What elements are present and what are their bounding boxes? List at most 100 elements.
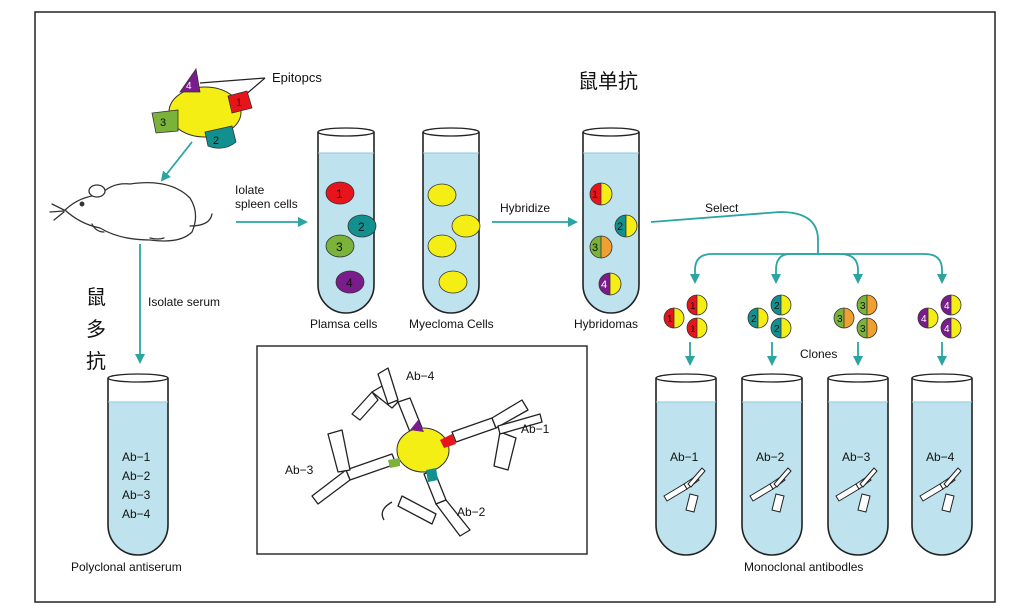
myeloma-cell — [427, 183, 457, 207]
figure-frame — [34, 11, 996, 603]
clone-cell: 2 — [747, 307, 769, 329]
clone-groups: 1 1 1 2 2 2 3 3 3 4 4 4 — [663, 294, 962, 339]
hybridomas-tube: 1 2 3 4 — [582, 127, 640, 314]
isolate-serum-label: Isolate serum — [148, 295, 220, 309]
hybridize-label: Hybridize — [500, 201, 550, 215]
svg-text:2: 2 — [774, 324, 780, 335]
clone-group-4: 4 4 4 — [917, 294, 962, 339]
clone-cell: 4 — [917, 307, 939, 329]
svg-text:1: 1 — [336, 187, 343, 201]
epitope-1: 1 — [227, 90, 253, 114]
poly-cn-3: 抗 — [86, 349, 106, 373]
antibody-icon — [749, 467, 792, 513]
clone-cell: 4 — [940, 317, 962, 339]
clone-cell: 3 — [856, 294, 878, 316]
svg-text:3: 3 — [160, 117, 166, 129]
mono-ab-label: Ab−1 — [670, 450, 699, 464]
inset-ab-4: Ab−4 — [406, 369, 435, 383]
clone-group-2: 2 2 2 — [747, 294, 792, 339]
hybridomas-label: Hybridomas — [574, 317, 638, 331]
svg-text:3: 3 — [336, 240, 343, 254]
svg-text:1: 1 — [667, 314, 673, 325]
polyclonal-tube: Ab−1 Ab−2 Ab−3 Ab−4 — [107, 373, 169, 556]
svg-text:4: 4 — [601, 279, 607, 291]
antibody-icon — [663, 467, 706, 513]
epitope-4: 4 — [179, 67, 201, 93]
clone-cell: 3 — [856, 317, 878, 339]
svg-text:2: 2 — [617, 221, 623, 233]
svg-text:3: 3 — [592, 242, 598, 254]
myeloma-cell — [438, 270, 468, 294]
plasma-cell-3: 3 — [325, 234, 355, 258]
svg-text:4: 4 — [944, 301, 950, 312]
antibody-icon — [919, 467, 962, 513]
select-branches — [650, 211, 947, 284]
plasma-cell-2: 2 — [347, 214, 377, 238]
poly-ab-1: Ab−1 — [122, 450, 151, 464]
hybridoma-cell-4: 4 — [598, 272, 622, 296]
monoclonal-tube-4: Ab−4 — [911, 373, 973, 556]
monoclonal-tube-3: Ab−3 — [827, 373, 889, 556]
inset-ab-2: Ab−2 — [457, 505, 486, 519]
svg-text:3: 3 — [837, 314, 843, 325]
plasma-cells-label: Plamsa cells — [310, 317, 377, 331]
poly-ab-4: Ab−4 — [122, 507, 151, 521]
svg-text:1: 1 — [690, 324, 696, 335]
hybridoma-cell-2: 2 — [614, 214, 638, 238]
polyclonal-label: Polyclonal antiserum — [71, 560, 182, 574]
hybridoma-cell-1: 1 — [589, 182, 613, 206]
myeloma-cells-label: Myecloma Cells — [409, 317, 494, 331]
myeloma-cell — [427, 234, 457, 258]
plasma-cell-4: 4 — [335, 270, 365, 294]
svg-text:2: 2 — [774, 301, 780, 312]
clone-group-1: 1 1 1 — [663, 294, 708, 339]
mono-title-cn: 鼠单抗 — [578, 69, 638, 93]
clone-cell: 3 — [833, 307, 855, 329]
clone-group-3: 3 3 3 — [833, 294, 878, 339]
poly-ab-2: Ab−2 — [122, 469, 151, 483]
svg-text:4: 4 — [944, 324, 950, 335]
svg-text:4: 4 — [921, 314, 927, 325]
antigen: Epitopcs 4 1 3 2 — [151, 67, 322, 149]
inset-ab-1: Ab−1 — [521, 422, 550, 436]
plasma-cells-tube: 1 2 3 4 — [317, 127, 377, 314]
myeloma-cell — [451, 214, 481, 238]
myeloma-cells-tube — [422, 127, 481, 314]
clone-cell: 1 — [686, 294, 708, 316]
poly-cn-2: 多 — [86, 317, 106, 341]
plasma-cell-1: 1 — [325, 181, 355, 205]
mono-ab-label: Ab−4 — [926, 450, 955, 464]
clone-cell: 1 — [686, 317, 708, 339]
inset-ab-3: Ab−3 — [285, 463, 314, 477]
svg-text:4: 4 — [186, 81, 192, 92]
monoclonal-tube-1: Ab−1 — [655, 373, 717, 556]
monoclonal-label: Monoclonal antibodles — [744, 560, 863, 574]
svg-text:1: 1 — [236, 97, 242, 109]
svg-text:1: 1 — [690, 301, 696, 312]
isolate-spleen-label-1: Iolate — [235, 183, 265, 197]
mouse-icon — [49, 181, 213, 242]
svg-text:2: 2 — [751, 314, 757, 325]
clone-cell: 2 — [770, 294, 792, 316]
clones-label: Clones — [800, 347, 837, 361]
epitopes-label: Epitopcs — [272, 70, 322, 85]
mono-ab-label: Ab−2 — [756, 450, 785, 464]
svg-text:3: 3 — [860, 324, 866, 335]
mono-ab-label: Ab−3 — [842, 450, 871, 464]
svg-text:4: 4 — [346, 276, 353, 290]
monoclonal-tubes: Ab−1 Ab−2 Ab−3 Ab−4 — [655, 373, 973, 556]
poly-cn-1: 鼠 — [86, 285, 106, 309]
select-label: Select — [705, 201, 739, 215]
hybridoma-cell-3: 3 — [589, 235, 613, 259]
poly-ab-3: Ab−3 — [122, 488, 151, 502]
svg-text:2: 2 — [358, 220, 365, 234]
svg-text:1: 1 — [592, 189, 598, 201]
epitope-3: 3 — [151, 109, 179, 134]
clone-cell: 1 — [663, 307, 685, 329]
clone-cell: 2 — [770, 317, 792, 339]
epitope-2: 2 — [204, 125, 237, 149]
inset-panel: Ab−4 Ab−1 Ab−3 Ab−2 — [256, 345, 588, 555]
svg-text:3: 3 — [860, 301, 866, 312]
